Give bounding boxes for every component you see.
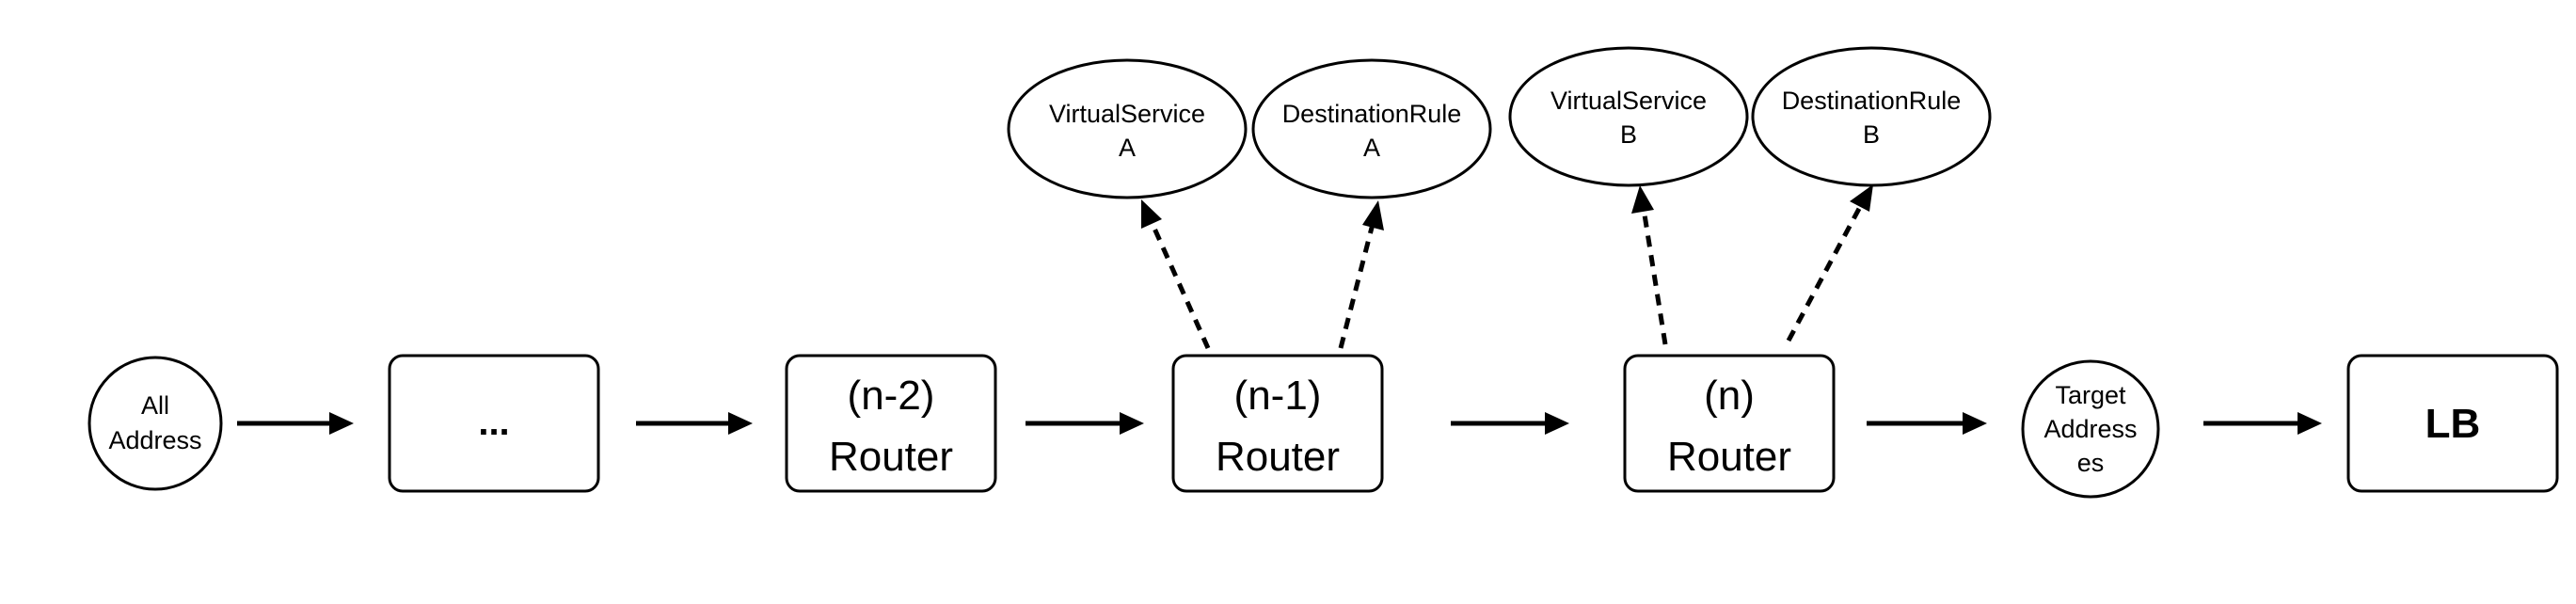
node-virtualservice-b: VirtualService B — [1508, 46, 1749, 187]
node-ellipsis: ... — [388, 354, 600, 493]
node-target-addresses: Target Address es — [2021, 359, 2160, 499]
node-virtualservice-a: VirtualService A — [1007, 58, 1248, 199]
router-n2-line1: (n-2) — [848, 373, 935, 419]
edge-all-address-to-ellipsis — [237, 412, 354, 435]
edge-router-n1-to-virtualservice-a — [1141, 199, 1211, 350]
destinationrule-b-line1: DestinationRule — [1782, 87, 1962, 115]
edge-target-addresses-to-lb — [2203, 412, 2322, 435]
all-address-line2: Address — [108, 426, 201, 454]
virtualservice-b-line2: B — [1620, 120, 1637, 149]
lb-label: LB — [2425, 401, 2481, 447]
all-address-line1: All — [141, 391, 169, 420]
target-addresses-line1: Target — [2055, 381, 2126, 409]
edge-router-n1-to-destinationrule-a — [1338, 200, 1384, 349]
edge-router-n1-to-router-n — [1451, 412, 1569, 435]
node-router-n2: (n-2) Router — [785, 354, 997, 493]
router-n2-line2: Router — [829, 434, 953, 480]
destinationrule-a-line2: A — [1363, 134, 1380, 162]
router-n1-line2: Router — [1216, 434, 1340, 480]
destinationrule-b-line2: B — [1863, 120, 1880, 149]
node-router-n: (n) Router — [1623, 354, 1836, 493]
node-destinationrule-a: DestinationRule A — [1251, 58, 1492, 199]
target-addresses-line2: Address — [2043, 415, 2137, 443]
edge-router-n2-to-router-n1 — [1026, 412, 1144, 435]
edge-ellipsis-to-router-n2 — [636, 412, 753, 435]
edge-router-n-to-target-addresses — [1867, 412, 1987, 435]
edge-router-n-to-destinationrule-b — [1786, 184, 1873, 342]
edge-router-n-to-virtualservice-b — [1631, 185, 1668, 345]
virtualservice-b-line1: VirtualService — [1550, 87, 1707, 115]
virtualservice-a-line1: VirtualService — [1049, 100, 1205, 128]
ellipsis-label: ... — [478, 402, 509, 443]
node-router-n1: (n-1) Router — [1171, 354, 1384, 493]
node-lb: LB — [2346, 354, 2559, 493]
router-n1-line1: (n-1) — [1234, 373, 1322, 419]
router-n-line2: Router — [1667, 434, 1791, 480]
node-destinationrule-b: DestinationRule B — [1751, 46, 1992, 187]
node-all-address: All Address — [87, 356, 223, 491]
router-n-line1: (n) — [1704, 373, 1755, 419]
destinationrule-a-line1: DestinationRule — [1282, 100, 1462, 128]
virtualservice-a-line2: A — [1119, 134, 1136, 162]
target-addresses-line3: es — [2077, 449, 2105, 477]
